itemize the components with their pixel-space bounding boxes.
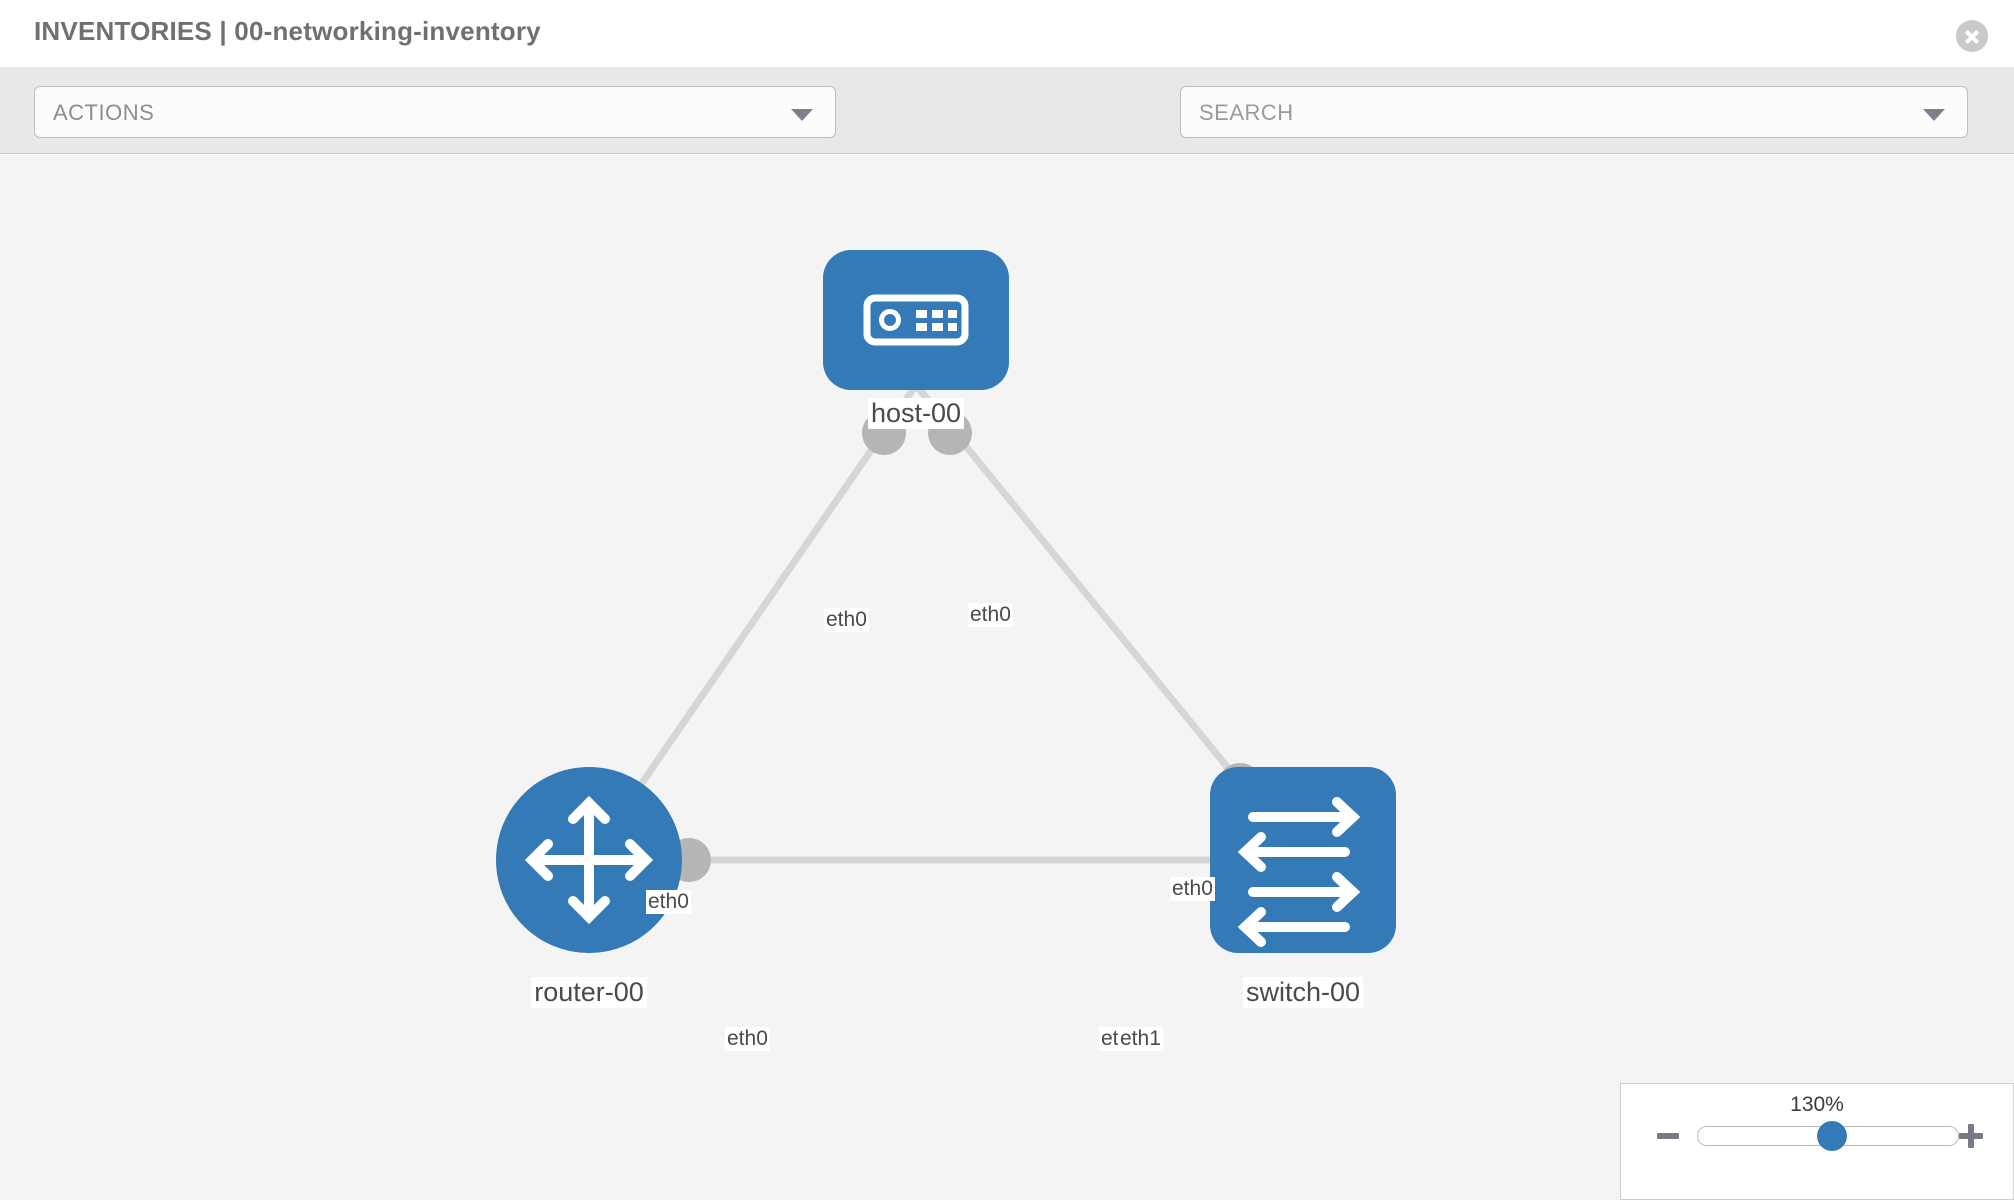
link-edges <box>586 382 1306 864</box>
search-placeholder: SEARCH <box>1199 100 1294 125</box>
toolbar: ACTIONS SEARCH <box>0 68 2014 198</box>
bidirectional-arrows-icon <box>1237 797 1361 947</box>
iface-label: eth0 <box>1170 877 1215 901</box>
page-header: INVENTORIES | 00-networking-inventory <box>0 0 2014 68</box>
topology-graph <box>496 250 1396 953</box>
node-label-switch-00: switch-00 <box>1242 977 1364 1008</box>
close-icon[interactable] <box>1956 20 1988 52</box>
iface-label: eth0 <box>968 603 1013 627</box>
zoom-control: 130% <box>1620 1083 2014 1200</box>
plus-icon[interactable] <box>1959 1124 1983 1148</box>
actions-dropdown-label: ACTIONS <box>53 100 155 125</box>
iface-label: eth0 <box>824 608 869 632</box>
chevron-down-icon <box>791 109 813 121</box>
zoom-slider-thumb[interactable] <box>1817 1121 1847 1151</box>
iface-label: eth1 <box>1118 1027 1163 1051</box>
actions-dropdown[interactable]: ACTIONS <box>34 86 836 138</box>
node-router-00[interactable] <box>496 767 682 953</box>
node-host-00[interactable] <box>823 250 1009 390</box>
page-title: INVENTORIES | 00-networking-inventory <box>34 16 541 46</box>
server-appliance-icon <box>863 294 969 346</box>
link-connectors <box>667 411 1262 882</box>
node-label-host-00: host-00 <box>867 398 965 429</box>
four-way-arrows-icon <box>524 795 654 925</box>
minus-icon[interactable] <box>1657 1133 1679 1139</box>
zoom-level-value: 130% <box>1790 1093 1844 1116</box>
node-switch-00[interactable] <box>1210 767 1396 953</box>
search-input[interactable]: SEARCH <box>1180 86 1968 138</box>
iface-label: eth0 <box>725 1027 770 1051</box>
topology-canvas[interactable]: host-00 router-00 switch-00 eth0 eth0 et… <box>0 155 2014 1200</box>
iface-label: eth0 <box>646 890 691 914</box>
node-label-router-00: router-00 <box>531 977 647 1008</box>
chevron-down-icon <box>1923 109 1945 121</box>
